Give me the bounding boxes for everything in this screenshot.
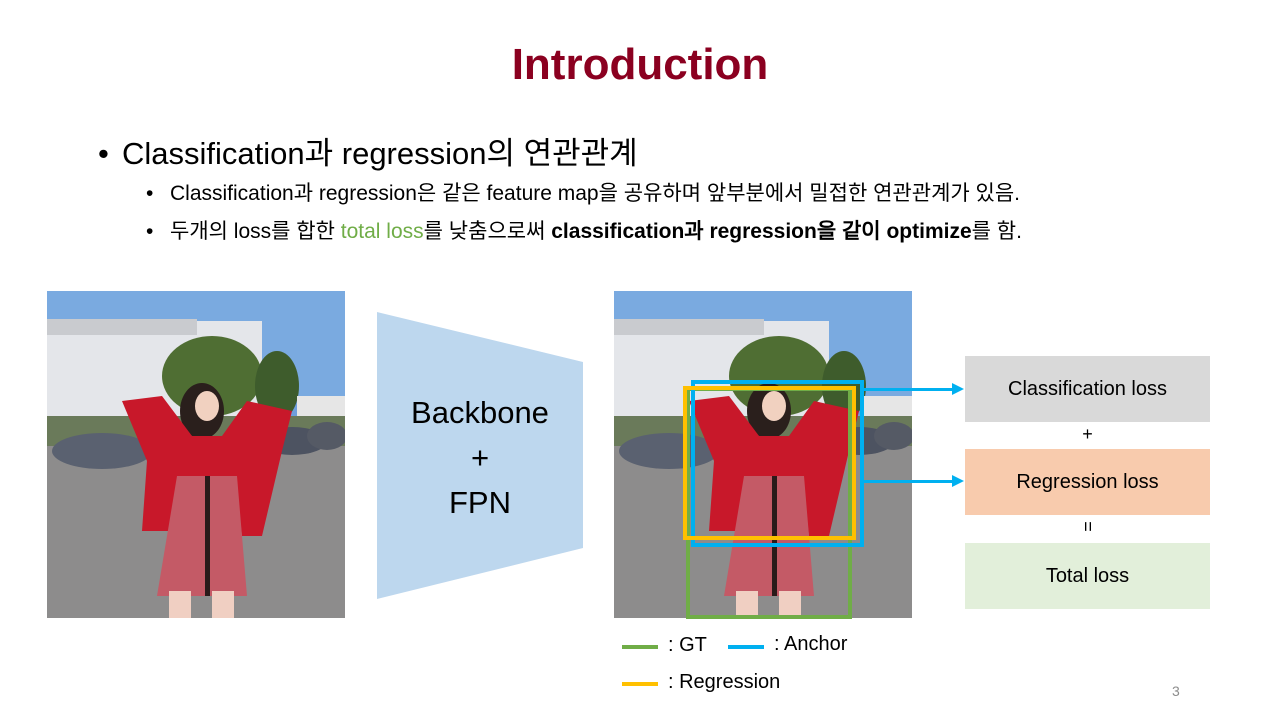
main-bullet-text: Classification과 regression의 연관관계 [122,136,638,171]
sub-bullet-2-text-b: 를 낮춤으로써 [423,220,552,243]
legend-regression-swatch [622,682,658,686]
sub-bullet-1-text: Classification과 regression은 같은 feature m… [170,182,1021,205]
bullet-marker: • [146,220,154,243]
sub-bullet-2-text-a: 두개의 loss를 합한 [170,220,341,243]
backbone-fpn-shape [377,312,583,599]
classification-loss-box: Classification loss [965,356,1210,422]
bullet-marker: • [98,136,109,171]
slide-title: Introduction [511,40,769,89]
sub-bullet-1: • Classification과 regression은 같은 feature … [146,177,1020,207]
bullet-marker: • [146,182,154,205]
total-loss-highlight: total loss [340,220,424,243]
fpn-label: FPN [449,485,511,520]
equals-symbol: = [1077,521,1098,532]
arrow-to-regression [864,480,954,483]
backbone-label: Backbone [411,395,549,430]
arrowhead-icon [952,383,964,395]
anchor-box [691,380,864,547]
legend-gt-swatch [622,645,658,649]
regression-loss-label: Regression loss [1016,470,1159,493]
plus-label: + [470,440,490,475]
arrowhead-icon [952,475,964,487]
sub-bullet-2-bold: classification과 regression을 같이 optimize [551,220,972,243]
sub-bullet-2-text-c: 를 함. [971,220,1022,243]
main-bullet: • Classification과 regression의 연관관계 [98,128,638,173]
backbone-fpn-label: Backbone + FPN [377,390,583,525]
total-loss-box: Total loss [965,543,1210,609]
equals-operator: = [965,516,1210,537]
regression-box [683,386,856,540]
arrow-to-classification [864,388,954,391]
page-number: 3 [1172,683,1180,699]
classification-loss-label: Classification loss [1008,377,1167,400]
plus-operator: + [1082,424,1093,444]
legend-anchor-swatch [728,645,764,649]
input-photo [47,291,345,618]
legend-anchor-label: : Anchor [774,633,848,655]
total-loss-label: Total loss [1045,564,1130,587]
regression-loss-box: Regression loss [965,449,1210,515]
legend-regression-label: : Regression [668,671,781,693]
legend-gt-label: : GT [668,634,707,656]
sub-bullet-2: • 두개의 loss를 합한 total loss를 낮춤으로써 classifi… [146,215,1022,245]
